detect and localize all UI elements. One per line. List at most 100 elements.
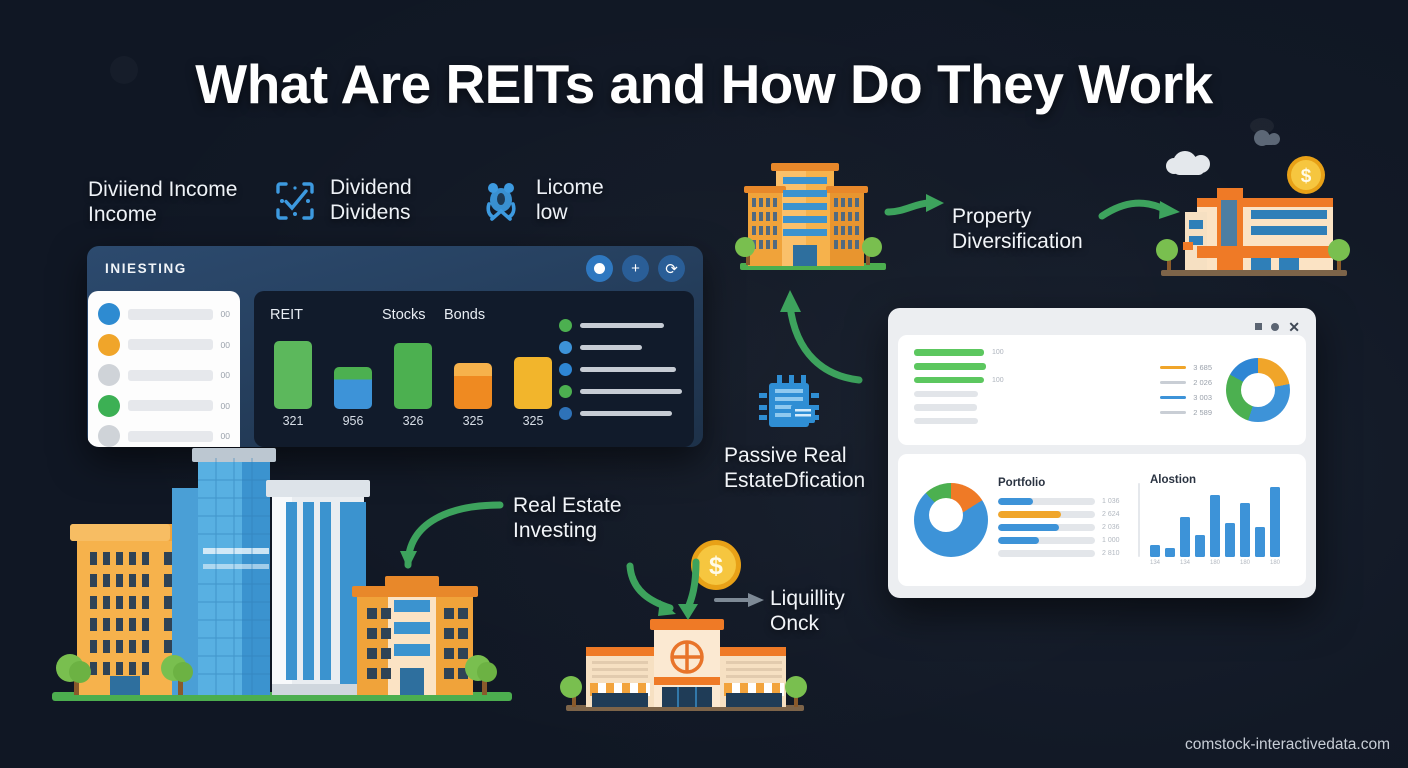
allocation-tick xyxy=(1255,560,1265,566)
dashboard-sidebar-list: 00 00 00 00 00 xyxy=(88,291,240,447)
legend-item xyxy=(559,319,682,332)
sidebar-list-item[interactable]: 00 xyxy=(98,394,230,417)
summary-bar-value: 100 xyxy=(992,349,1004,356)
legend-label: 3 003 xyxy=(1193,393,1212,402)
portfolio-track xyxy=(998,498,1095,505)
chart-label-bonds: Bonds xyxy=(444,307,486,323)
summary-bar-row xyxy=(914,363,1087,370)
legend-label: 3 685 xyxy=(1193,363,1212,372)
legend-line xyxy=(1160,380,1187,385)
summary-bar xyxy=(914,349,984,356)
list-item-value: 00 xyxy=(220,400,230,411)
allocation-bars xyxy=(1150,487,1290,557)
card-divider xyxy=(1138,483,1140,557)
dashboard-actions: + ⟳ xyxy=(586,255,685,282)
legend-dot xyxy=(559,341,572,354)
dashboard-header: INIESTING + ⟳ xyxy=(87,246,703,291)
arrow-property-to-building xyxy=(1098,199,1180,220)
allocation-bar xyxy=(1195,535,1205,557)
portfolio-row: 2 810 xyxy=(998,550,1128,557)
allocation-tick: 180 xyxy=(1210,560,1221,566)
close-icon[interactable]: ✕ xyxy=(1288,318,1300,335)
legend-line xyxy=(1160,410,1187,415)
page-title: What Are REITs and How Do They Work xyxy=(195,53,1213,115)
legend-dot xyxy=(559,407,572,420)
svg-text:$: $ xyxy=(1301,166,1312,187)
awning-right xyxy=(724,683,784,696)
allocation-title: Alostion xyxy=(1150,474,1196,486)
add-button[interactable]: + xyxy=(622,255,649,282)
arrow-city-to-label xyxy=(400,501,504,569)
portfolio-value: 2 624 xyxy=(1102,511,1120,518)
portfolio-value: 2 036 xyxy=(1102,524,1120,531)
summary-donut-chart xyxy=(1226,358,1290,422)
legend-item xyxy=(559,341,682,354)
tree-icon xyxy=(785,676,807,707)
sidebar-list-item[interactable]: 00 xyxy=(98,364,230,386)
record-button[interactable] xyxy=(586,255,613,282)
feature-label: Dividend Dividens xyxy=(330,176,412,224)
sidebar-list-item[interactable]: 00 xyxy=(98,425,230,447)
feature-label: Licome low xyxy=(536,176,604,224)
list-item-value: 00 xyxy=(220,431,230,441)
decorative-blob xyxy=(1250,118,1274,134)
legend-dot xyxy=(559,385,572,398)
legend-item xyxy=(559,363,682,376)
list-item-placeholder xyxy=(128,339,213,350)
arrow-tower-to-property xyxy=(884,194,944,216)
allocation-tick: 134 xyxy=(1180,560,1191,566)
allocation-bar xyxy=(1210,495,1220,557)
checkmark-scan-icon xyxy=(272,178,318,224)
arrows-into-storefront xyxy=(626,558,700,620)
portfolio-track xyxy=(998,550,1095,557)
portfolio-track xyxy=(998,511,1095,518)
list-item-icon xyxy=(98,425,120,447)
chart-bar xyxy=(514,357,552,409)
refresh-icon: ⟳ xyxy=(665,260,678,278)
tree-icon xyxy=(56,654,91,695)
summary-bar-row: 100 xyxy=(914,377,1087,384)
sidebar-list-item[interactable]: 00 xyxy=(98,333,230,356)
allocation-tick xyxy=(1225,560,1235,566)
list-item-icon xyxy=(98,303,120,325)
summary-bar xyxy=(914,390,978,397)
refresh-button[interactable]: ⟳ xyxy=(658,255,685,282)
portfolio-value: 1 000 xyxy=(1102,537,1120,544)
legend-placeholder xyxy=(580,389,682,394)
allocation-bar xyxy=(1165,548,1175,557)
tree-icon xyxy=(1156,239,1178,270)
allocation-tick xyxy=(1165,560,1175,566)
chart-label-reit: REIT xyxy=(270,307,304,323)
dollar-coin-icon: $ xyxy=(691,540,741,590)
summary-bar xyxy=(914,417,978,424)
portfolio-title: Portfolio xyxy=(998,477,1046,489)
allocation-bar xyxy=(1240,503,1250,557)
portfolio-row: 2 036 xyxy=(998,524,1128,531)
legend-line xyxy=(1160,365,1187,370)
tree-icon xyxy=(1328,239,1350,270)
tree-icon xyxy=(560,676,582,707)
allocation-bar xyxy=(1225,523,1235,557)
chart-bar xyxy=(394,343,432,409)
sidebar-list-item[interactable]: 00 xyxy=(98,303,230,325)
allocation-bar xyxy=(1255,527,1265,557)
list-item-value: 00 xyxy=(220,309,230,319)
portfolio-row: 1 000 xyxy=(998,537,1128,544)
feature-label: Diviiend Income Income xyxy=(88,178,238,226)
maximize-icon[interactable] xyxy=(1271,322,1280,331)
tree-icon xyxy=(465,655,497,695)
list-item-value: 00 xyxy=(220,339,230,350)
minimize-icon[interactable] xyxy=(1255,323,1263,330)
chart-bar xyxy=(334,367,372,409)
chart-legend xyxy=(559,319,682,420)
arrow-to-liquidity-label xyxy=(714,593,764,607)
